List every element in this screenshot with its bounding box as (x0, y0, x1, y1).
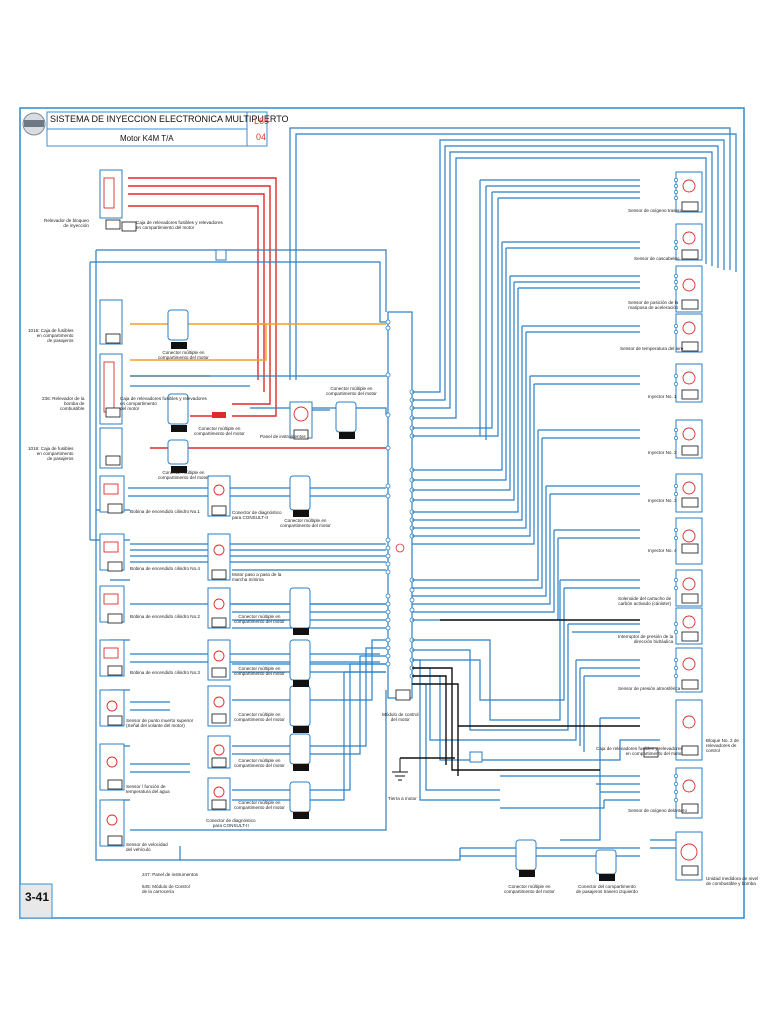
label-149: Sensor de punto muerto superior (Señal d… (126, 718, 194, 729)
label-k-mid-b: Conector múltiple en compartimento del m… (194, 426, 245, 437)
label-k-mid-c: Conector múltiple en compartimento del m… (158, 470, 209, 481)
label-k-r2: Conector múltiple en compartimento del m… (234, 666, 285, 677)
component-boxes-left (99, 169, 313, 847)
label-1071: Caja de relevadores fusibles y relevador… (136, 220, 223, 231)
ground-symbol-icon (392, 758, 408, 781)
label-k-r5: Conector múltiple en compartimento del m… (234, 800, 285, 811)
label-222: Sensor de posición de la mariposa de ace… (628, 300, 679, 311)
diagram-code-1: L65 (254, 116, 270, 126)
label-182: Interruptor de presión de la dirección h… (618, 634, 674, 645)
label-288: Caja de relevadores fusibles y relevador… (596, 746, 683, 757)
label-238: Relevador de bloqueo de inyección (44, 218, 89, 229)
label-k-top: Conector múltiple en compartimento del m… (326, 386, 377, 397)
label-633: Unidad medidora de nivel de combustible … (706, 876, 759, 887)
label-272: Sensor de temperatura del aire (620, 346, 684, 351)
label-236: 236: Relevador de la bomba de combustibl… (42, 396, 85, 412)
label-763: Bobina de encendido cilindro No.3 (130, 670, 200, 675)
sheet-frame (19, 107, 745, 919)
label-298: Sensor de velocidad del vehículo (126, 842, 168, 853)
connector-number-tags (171, 342, 615, 881)
component-boxes-right (675, 171, 703, 881)
page-number-box (19, 883, 53, 919)
label-ground: Tierra a motor (388, 796, 417, 801)
diagram-code-2: 04 (256, 132, 267, 142)
label-120: Módulo de control del motor (382, 712, 419, 723)
label-244: Sensor / función de temperatura del agua (126, 784, 170, 795)
label-k-r4: Conector múltiple en compartimento del m… (234, 758, 285, 769)
number-tags-right (643, 201, 699, 876)
label-762: Bobina de encendido cilindro No.2 (130, 614, 200, 619)
label-247: Panel de instrumentos (260, 434, 306, 439)
label-371: Solenoide del cartucho de carbón activad… (618, 596, 672, 607)
label-1016a: 1016: Caja de fusibles en compartimento … (28, 328, 74, 344)
label-147: Sensor de presión atmosférica (618, 686, 681, 691)
wires-red (128, 177, 386, 449)
label-k-r1: Conector múltiple en compartimento del m… (234, 614, 285, 625)
label-k-bot2: Conector del compartimento de pasajeros … (576, 884, 638, 895)
label-597: Caja de relevadores fusibles y relevador… (120, 396, 207, 412)
label-k-r3: Conector múltiple en compartimento del m… (234, 712, 285, 723)
label-k-diag: Conector múltiple en compartimento del m… (280, 518, 331, 529)
label-225: Conector de diagnóstico para CONSULT-II (232, 510, 282, 521)
number-tags-left (105, 219, 309, 846)
component-symbols-right (680, 179, 698, 861)
label-k-mid-a: Conector múltiple en compartimento del m… (158, 350, 209, 361)
label-146: Sensor de cascabeleo (634, 256, 680, 261)
connector-blocks (167, 249, 617, 875)
label-1016b: 1016: Caja de fusibles en compartimento … (28, 446, 74, 462)
wires-left (89, 249, 387, 861)
page-number: 3-41 (24, 890, 50, 904)
label-194: Inyector No. 2 (648, 450, 677, 455)
label-k-bot1: Conector múltiple en compartimento del m… (504, 884, 555, 895)
label-242: Sensor de oxígeno trasero (628, 208, 683, 213)
label-881: Sensor de oxígeno delantero (628, 808, 687, 813)
label-969: Motor paso a paso de la marcha mínima (232, 572, 282, 583)
footnote-1: 247: Panel de instrumentos (142, 872, 198, 877)
diagram-title: SISTEMA DE INYECCION ELECTRONICA MULTIPU… (50, 114, 289, 124)
label-764: Bobina de encendido cilindro No.4 (130, 566, 200, 571)
ecm-module-box (387, 311, 413, 699)
label-196: Inyector No. 4 (648, 548, 677, 553)
label-k-diag2: Conector de diagnóstico para CONSULT-II (206, 818, 256, 829)
code-box (246, 111, 268, 147)
diagram-subtitle: Motor K4M T/A (120, 134, 174, 143)
brand-logo-icon (22, 112, 46, 136)
wires-black (400, 619, 640, 776)
pin-markers-right (674, 178, 678, 802)
label-195: Inyector No. 3 (648, 498, 677, 503)
label-193: Inyector No. 1 (648, 394, 677, 399)
label-291: Bobina de encendido cilindro No.1 (130, 509, 200, 514)
label-784: Bloque No. 2 de relevadores de control (706, 738, 739, 754)
footnote-2: 645: Módulo de Control de la carrocería (142, 884, 190, 895)
